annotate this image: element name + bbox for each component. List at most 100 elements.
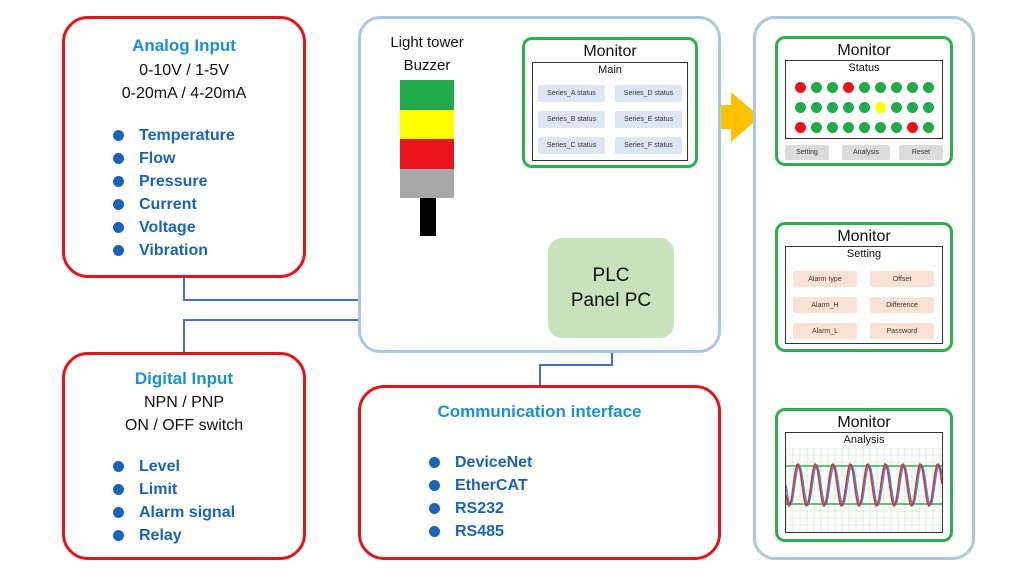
light-tower-buzzer <box>400 169 454 198</box>
communication-panel: Communication interface DeviceNet EtherC… <box>358 385 721 560</box>
monitor-main: Monitor Main Series_A status Series_D st… <box>522 37 698 168</box>
alarm-type-field[interactable]: Alarm type <box>793 271 857 287</box>
monitor-setting-screen: Setting Alarm type Offset Alarm_H Differ… <box>785 246 943 344</box>
monitor-setting-title: Monitor <box>837 228 891 245</box>
list-item: Current <box>113 193 303 216</box>
screen-title-main: Main <box>598 64 622 76</box>
digital-input-title: Digital Input <box>134 369 234 388</box>
status-lamp-green <box>891 122 902 133</box>
analog-input-title: Analog Input <box>132 36 236 55</box>
list-item: Voltage <box>113 216 303 239</box>
status-lamp-green <box>827 122 838 133</box>
list-item: EtherCAT <box>429 474 718 497</box>
monitor-analysis: Monitor Analysis <box>775 408 953 542</box>
analog-current-range: 0-20mA / 4-20mA <box>121 85 247 102</box>
offset-field[interactable]: Offset <box>870 271 934 287</box>
status-lamp-green <box>811 122 822 133</box>
series-e-status-button[interactable]: Series_E status <box>615 111 682 128</box>
list-item: RS485 <box>429 520 718 543</box>
monitor-status-title: Monitor <box>837 42 891 59</box>
status-lamp-red <box>843 82 854 93</box>
analog-input-panel: Analog Input 0-10V / 1-5V 0-20mA / 4-20m… <box>62 16 306 278</box>
list-item: Flow <box>113 147 303 170</box>
status-lamp-green <box>843 122 854 133</box>
analysis-button[interactable]: Analysis <box>842 145 890 160</box>
setting-button[interactable]: Setting <box>785 145 829 160</box>
password-field[interactable]: Password <box>870 323 934 339</box>
status-lamp-green <box>907 102 918 113</box>
light-tower-yellow <box>400 110 454 139</box>
status-lamp-green <box>827 82 838 93</box>
list-item: Level <box>113 455 303 478</box>
monitor-analysis-screen: Analysis <box>785 432 943 533</box>
digital-switch-type: ON / OFF switch <box>124 417 244 434</box>
status-lamp-green <box>859 82 870 93</box>
buzzer-label: Buzzer <box>403 57 451 74</box>
status-lamp-green <box>811 82 822 93</box>
status-lamp-green <box>859 102 870 113</box>
list-item: Temperature <box>113 124 303 147</box>
monitor-status-screen: Status <box>785 60 943 139</box>
difference-field[interactable]: Difference <box>870 297 934 313</box>
reset-button[interactable]: Reset <box>899 145 943 160</box>
analog-signal-list: Temperature Flow Pressure Current Voltag… <box>113 124 303 262</box>
communication-list: DeviceNet EtherCAT RS232 RS485 <box>429 451 718 543</box>
trend-series-blue <box>786 463 942 507</box>
status-lamp-green <box>907 82 918 93</box>
list-item: Alarm signal <box>113 501 303 524</box>
status-lamp-green <box>875 122 886 133</box>
digital-input-panel: Digital Input NPN / PNP ON / OFF switch … <box>62 352 306 560</box>
arrow-right-icon <box>708 92 760 142</box>
monitor-status: Monitor Status Setting Analysis Reset <box>775 36 953 166</box>
list-item: RS232 <box>429 497 718 520</box>
digital-output-type: NPN / PNP <box>143 394 224 411</box>
plc-panel-pc: PLC Panel PC <box>548 238 674 338</box>
status-lamp-red <box>907 122 918 133</box>
list-item: Limit <box>113 478 303 501</box>
panel-pc-label: Panel PC <box>570 290 652 311</box>
analysis-trend-graph <box>786 448 942 532</box>
monitor-main-screen: Main Series_A status Series_D status Ser… <box>532 62 688 161</box>
series-b-status-button[interactable]: Series_B status <box>538 111 605 128</box>
monitor-main-title: Monitor <box>583 43 637 60</box>
status-lamp-green <box>827 102 838 113</box>
analog-voltage-range: 0-10V / 1-5V <box>139 62 229 79</box>
status-lamp-red <box>795 82 806 93</box>
plc-label: PLC <box>592 265 630 286</box>
screen-title-status: Status <box>848 62 880 74</box>
status-lamp-green <box>859 122 870 133</box>
list-item: Relay <box>113 524 303 547</box>
status-lamp-green <box>811 102 822 113</box>
status-lamp-grid <box>786 61 944 140</box>
monitor-setting: Monitor Setting Alarm type Offset Alarm_… <box>775 222 953 352</box>
status-lamp-green <box>923 102 934 113</box>
status-lamp-green <box>843 102 854 113</box>
status-lamp-green <box>923 82 934 93</box>
light-tower-red <box>400 139 454 169</box>
light-tower-pole <box>420 198 436 236</box>
list-item: DeviceNet <box>429 451 718 474</box>
trend-series-red <box>786 462 942 508</box>
digital-signal-list: Level Limit Alarm signal Relay <box>113 455 303 547</box>
status-lamp-yellow <box>875 102 886 113</box>
status-lamp-green <box>891 102 902 113</box>
status-lamp-green <box>923 122 934 133</box>
communication-title: Communication interface <box>437 402 642 421</box>
status-lamp-red <box>795 122 806 133</box>
status-lamp-green <box>875 82 886 93</box>
screen-title-setting: Setting <box>846 248 882 260</box>
series-f-status-button[interactable]: Series_F status <box>615 137 682 154</box>
status-lamp-green <box>795 102 806 113</box>
list-item: Pressure <box>113 170 303 193</box>
series-c-status-button[interactable]: Series_C status <box>538 137 605 154</box>
light-tower-green <box>400 80 454 110</box>
light-tower-label: Light tower <box>390 34 464 51</box>
series-d-status-button[interactable]: Series_D status <box>615 85 682 102</box>
screen-title-analysis: Analysis <box>843 434 885 446</box>
alarm-l-field[interactable]: Alarm_L <box>793 323 857 339</box>
monitor-analysis-title: Monitor <box>837 414 891 431</box>
list-item: Vibration <box>113 239 303 262</box>
status-lamp-green <box>891 82 902 93</box>
alarm-h-field[interactable]: Alarm_H <box>793 297 857 313</box>
series-a-status-button[interactable]: Series_A status <box>538 85 605 102</box>
